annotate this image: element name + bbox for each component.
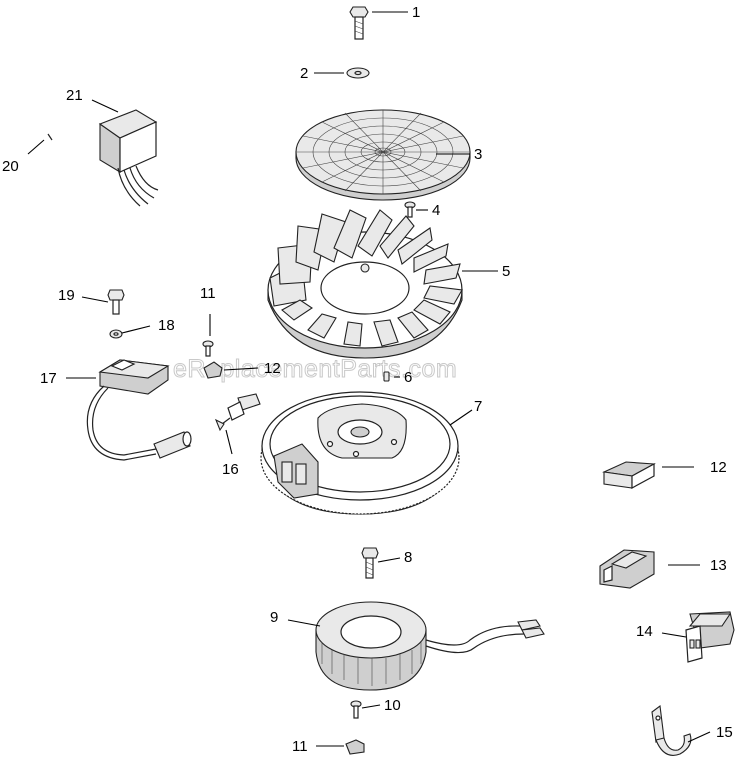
part-2-washer: [346, 67, 370, 79]
part-14-plug: [685, 611, 735, 663]
part-12-clip-right: [602, 461, 656, 490]
callout-9: 9: [270, 609, 278, 626]
callout-11-bottom: 11: [292, 738, 308, 755]
callout-6: 6: [404, 369, 412, 386]
callout-14: 14: [636, 623, 653, 640]
leader-lines: [27, 11, 711, 747]
callout-2: 2: [300, 65, 308, 82]
part-16-spark-plug: [214, 393, 261, 432]
part-7-flywheel: [260, 391, 460, 515]
part-3-screen: [295, 109, 471, 201]
part-12-clip-left: [203, 361, 223, 379]
part-11-clip-bottom: [345, 739, 365, 755]
part-21-rectifier: [98, 109, 159, 207]
callout-7: 7: [474, 398, 482, 415]
part-5-fan: [267, 209, 463, 359]
part-19-bolt: [107, 289, 125, 315]
callout-15: 15: [716, 724, 733, 741]
callout-4: 4: [432, 202, 440, 219]
callout-5: 5: [502, 263, 510, 280]
part-9-stator: [315, 601, 545, 691]
part-4-screw: [404, 201, 416, 218]
callout-16: 16: [222, 461, 239, 478]
callout-13: 13: [710, 557, 727, 574]
callout-21: 21: [66, 87, 83, 104]
part-17-ignition-module: [86, 359, 192, 461]
callout-19: 19: [58, 287, 75, 304]
callout-8: 8: [404, 549, 412, 566]
part-18-washer: [109, 329, 123, 339]
callout-12-left: 12: [264, 360, 281, 377]
callout-3: 3: [474, 146, 482, 163]
part-10-screw: [350, 700, 362, 719]
callout-20: 20: [2, 158, 19, 175]
callout-1: 1: [412, 4, 420, 21]
callout-17: 17: [40, 370, 57, 387]
part-20-pin: [47, 133, 53, 141]
part-15-clamp: [651, 704, 692, 756]
callout-numbers: 1 2 3 4 5 6 7 8 9 10 11 11 12 16 17 18 1…: [2, 4, 733, 755]
part-13-connector: [599, 549, 655, 589]
part-6-key: [383, 371, 390, 382]
callout-10: 10: [384, 697, 401, 714]
callout-18: 18: [158, 317, 175, 334]
callout-11-upper: 11: [200, 285, 216, 302]
part-1-bolt: [349, 6, 369, 40]
part-11-screw-upper: [202, 340, 214, 357]
callout-12-right: 12: [710, 459, 727, 476]
part-8-bolt: [361, 547, 379, 579]
